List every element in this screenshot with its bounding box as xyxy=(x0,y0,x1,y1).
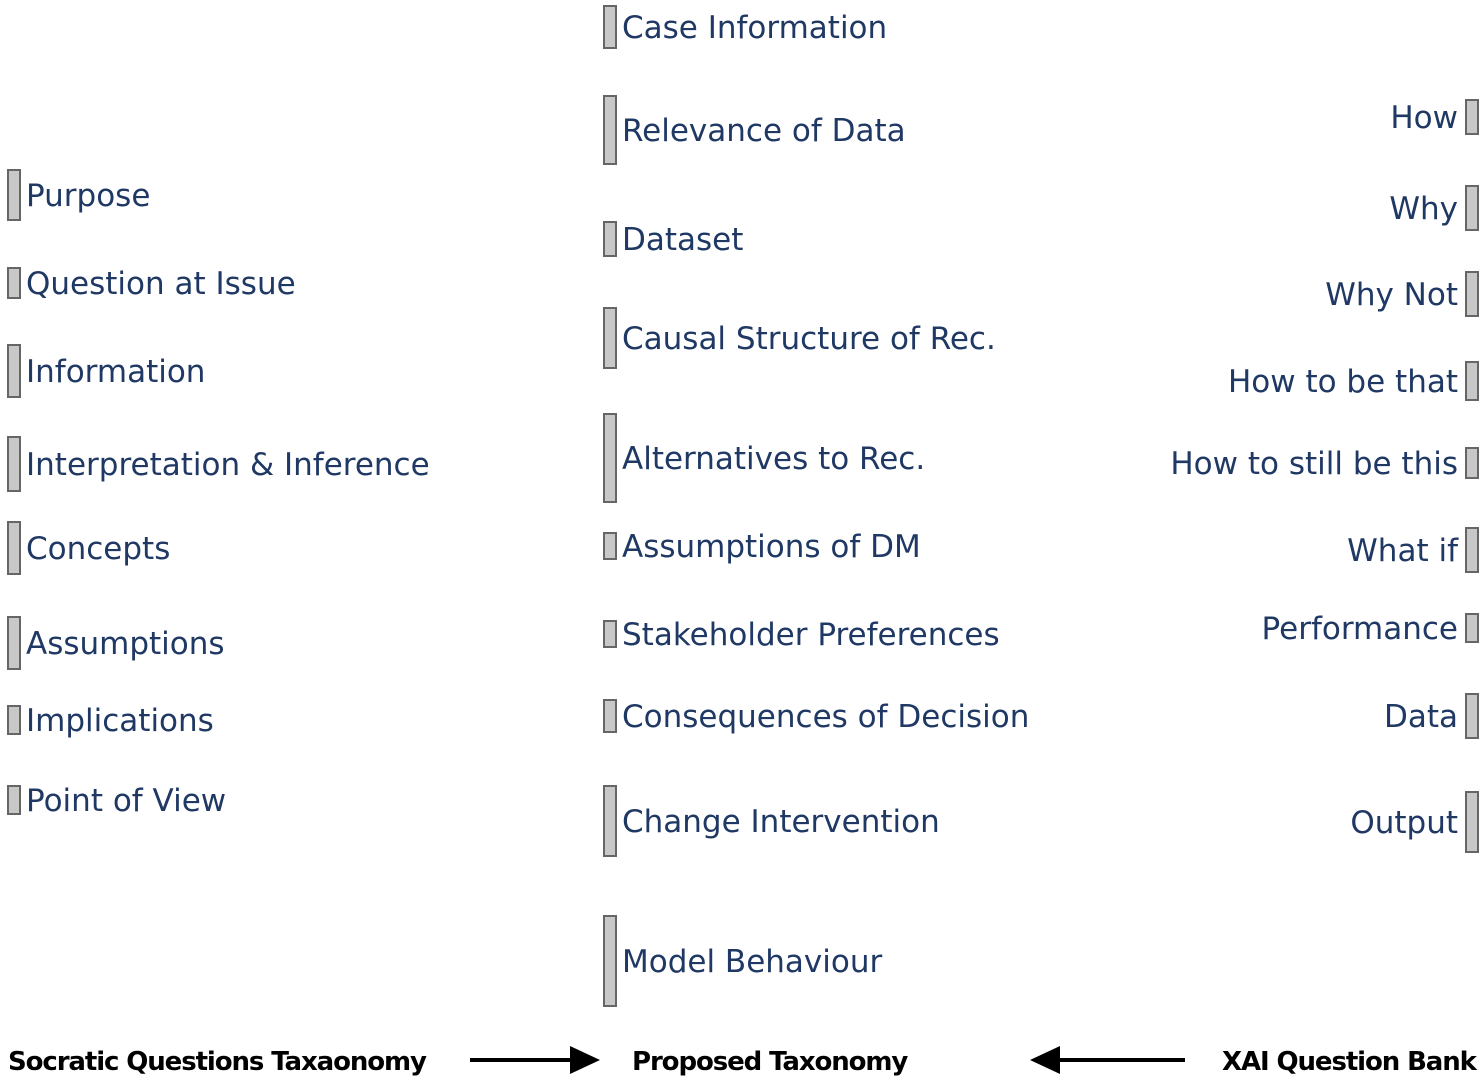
sankey-link xyxy=(20,96,604,397)
node-label-dataset: Dataset xyxy=(622,222,743,258)
sankey-link xyxy=(20,196,604,940)
node-label-causal: Causal Structure of Rec. xyxy=(622,321,996,357)
node-label-assump_dm: Assumptions of DM xyxy=(622,529,921,565)
sankey-node-model[interactable] xyxy=(603,915,617,1007)
nodes-layer xyxy=(7,5,1479,1007)
sankey-node-dataset[interactable] xyxy=(603,221,617,257)
sankey-node-how[interactable] xyxy=(1465,99,1479,135)
node-label-interpretation: Interpretation & Inference xyxy=(26,447,430,483)
node-label-question: Question at Issue xyxy=(26,266,296,302)
sankey-node-causal[interactable] xyxy=(603,307,617,369)
sankey-node-alternatives[interactable] xyxy=(603,413,617,503)
node-label-concepts: Concepts xyxy=(26,531,170,567)
node-label-data: Data xyxy=(1384,699,1458,735)
sankey-node-howtostill[interactable] xyxy=(1465,447,1479,479)
sankey-node-information[interactable] xyxy=(7,344,21,398)
node-label-howtostill: How to still be this xyxy=(1170,446,1458,482)
node-label-alternatives: Alternatives to Rec. xyxy=(622,441,925,477)
node-label-purpose: Purpose xyxy=(26,178,150,214)
node-label-relevance: Relevance of Data xyxy=(622,113,906,149)
node-label-why: Why xyxy=(1389,191,1458,227)
node-label-implications: Implications xyxy=(26,703,214,739)
node-label-whatif: What if xyxy=(1347,533,1459,569)
caption-middle-label: Proposed Taxonomy xyxy=(632,1047,908,1077)
node-label-whynot: Why Not xyxy=(1325,277,1458,313)
sankey-node-purpose[interactable] xyxy=(7,169,21,221)
node-label-assumptions: Assumptions xyxy=(26,626,225,662)
sankey-node-implications[interactable] xyxy=(7,705,21,735)
sankey-node-output[interactable] xyxy=(1465,791,1479,853)
links-layer xyxy=(20,6,1466,1006)
caption-right-label: XAI Question Bank xyxy=(1222,1047,1478,1077)
node-label-pointofview: Point of View xyxy=(26,783,226,819)
arrow-left-icon xyxy=(1030,1046,1185,1074)
sankey-node-data[interactable] xyxy=(1465,693,1479,739)
sankey-node-assumptions[interactable] xyxy=(7,616,21,670)
node-label-how: How xyxy=(1390,100,1458,136)
node-label-change: Change Intervention xyxy=(622,804,940,840)
sankey-link xyxy=(616,858,1466,1006)
node-label-howtobe: How to be that xyxy=(1228,364,1458,400)
sankey-node-assump_dm[interactable] xyxy=(603,532,617,560)
sankey-link xyxy=(20,548,604,966)
sankey-node-pointofview[interactable] xyxy=(7,785,21,815)
sankey-node-concepts[interactable] xyxy=(7,521,21,575)
sankey-node-performance[interactable] xyxy=(1465,613,1479,643)
sankey-node-whatif[interactable] xyxy=(1465,527,1479,573)
node-label-case_info: Case Information xyxy=(622,10,887,46)
node-label-model: Model Behaviour xyxy=(622,944,882,980)
node-label-stakeholder: Stakeholder Preferences xyxy=(622,617,1000,653)
node-label-information: Information xyxy=(26,354,205,390)
node-label-consequences: Consequences of Decision xyxy=(622,699,1029,735)
sankey-node-change[interactable] xyxy=(603,785,617,857)
figure-caption: Socratic Questions Taxaonomy Proposed Ta… xyxy=(8,1046,1479,1077)
sankey-node-why[interactable] xyxy=(1465,185,1479,231)
sankey-node-interpretation[interactable] xyxy=(7,436,21,492)
sankey-node-consequences[interactable] xyxy=(603,699,617,733)
arrow-right-icon xyxy=(470,1046,600,1074)
sankey-link xyxy=(616,614,1466,978)
sankey-node-relevance[interactable] xyxy=(603,95,617,165)
node-label-performance: Performance xyxy=(1262,611,1458,647)
caption-left-label: Socratic Questions Taxaonomy xyxy=(8,1047,427,1077)
sankey-node-case_info[interactable] xyxy=(603,5,617,49)
sankey-node-stakeholder[interactable] xyxy=(603,620,617,648)
node-label-output: Output xyxy=(1350,805,1458,841)
sankey-node-question[interactable] xyxy=(7,267,21,299)
sankey-node-whynot[interactable] xyxy=(1465,271,1479,317)
sankey-node-howtobe[interactable] xyxy=(1465,361,1479,401)
